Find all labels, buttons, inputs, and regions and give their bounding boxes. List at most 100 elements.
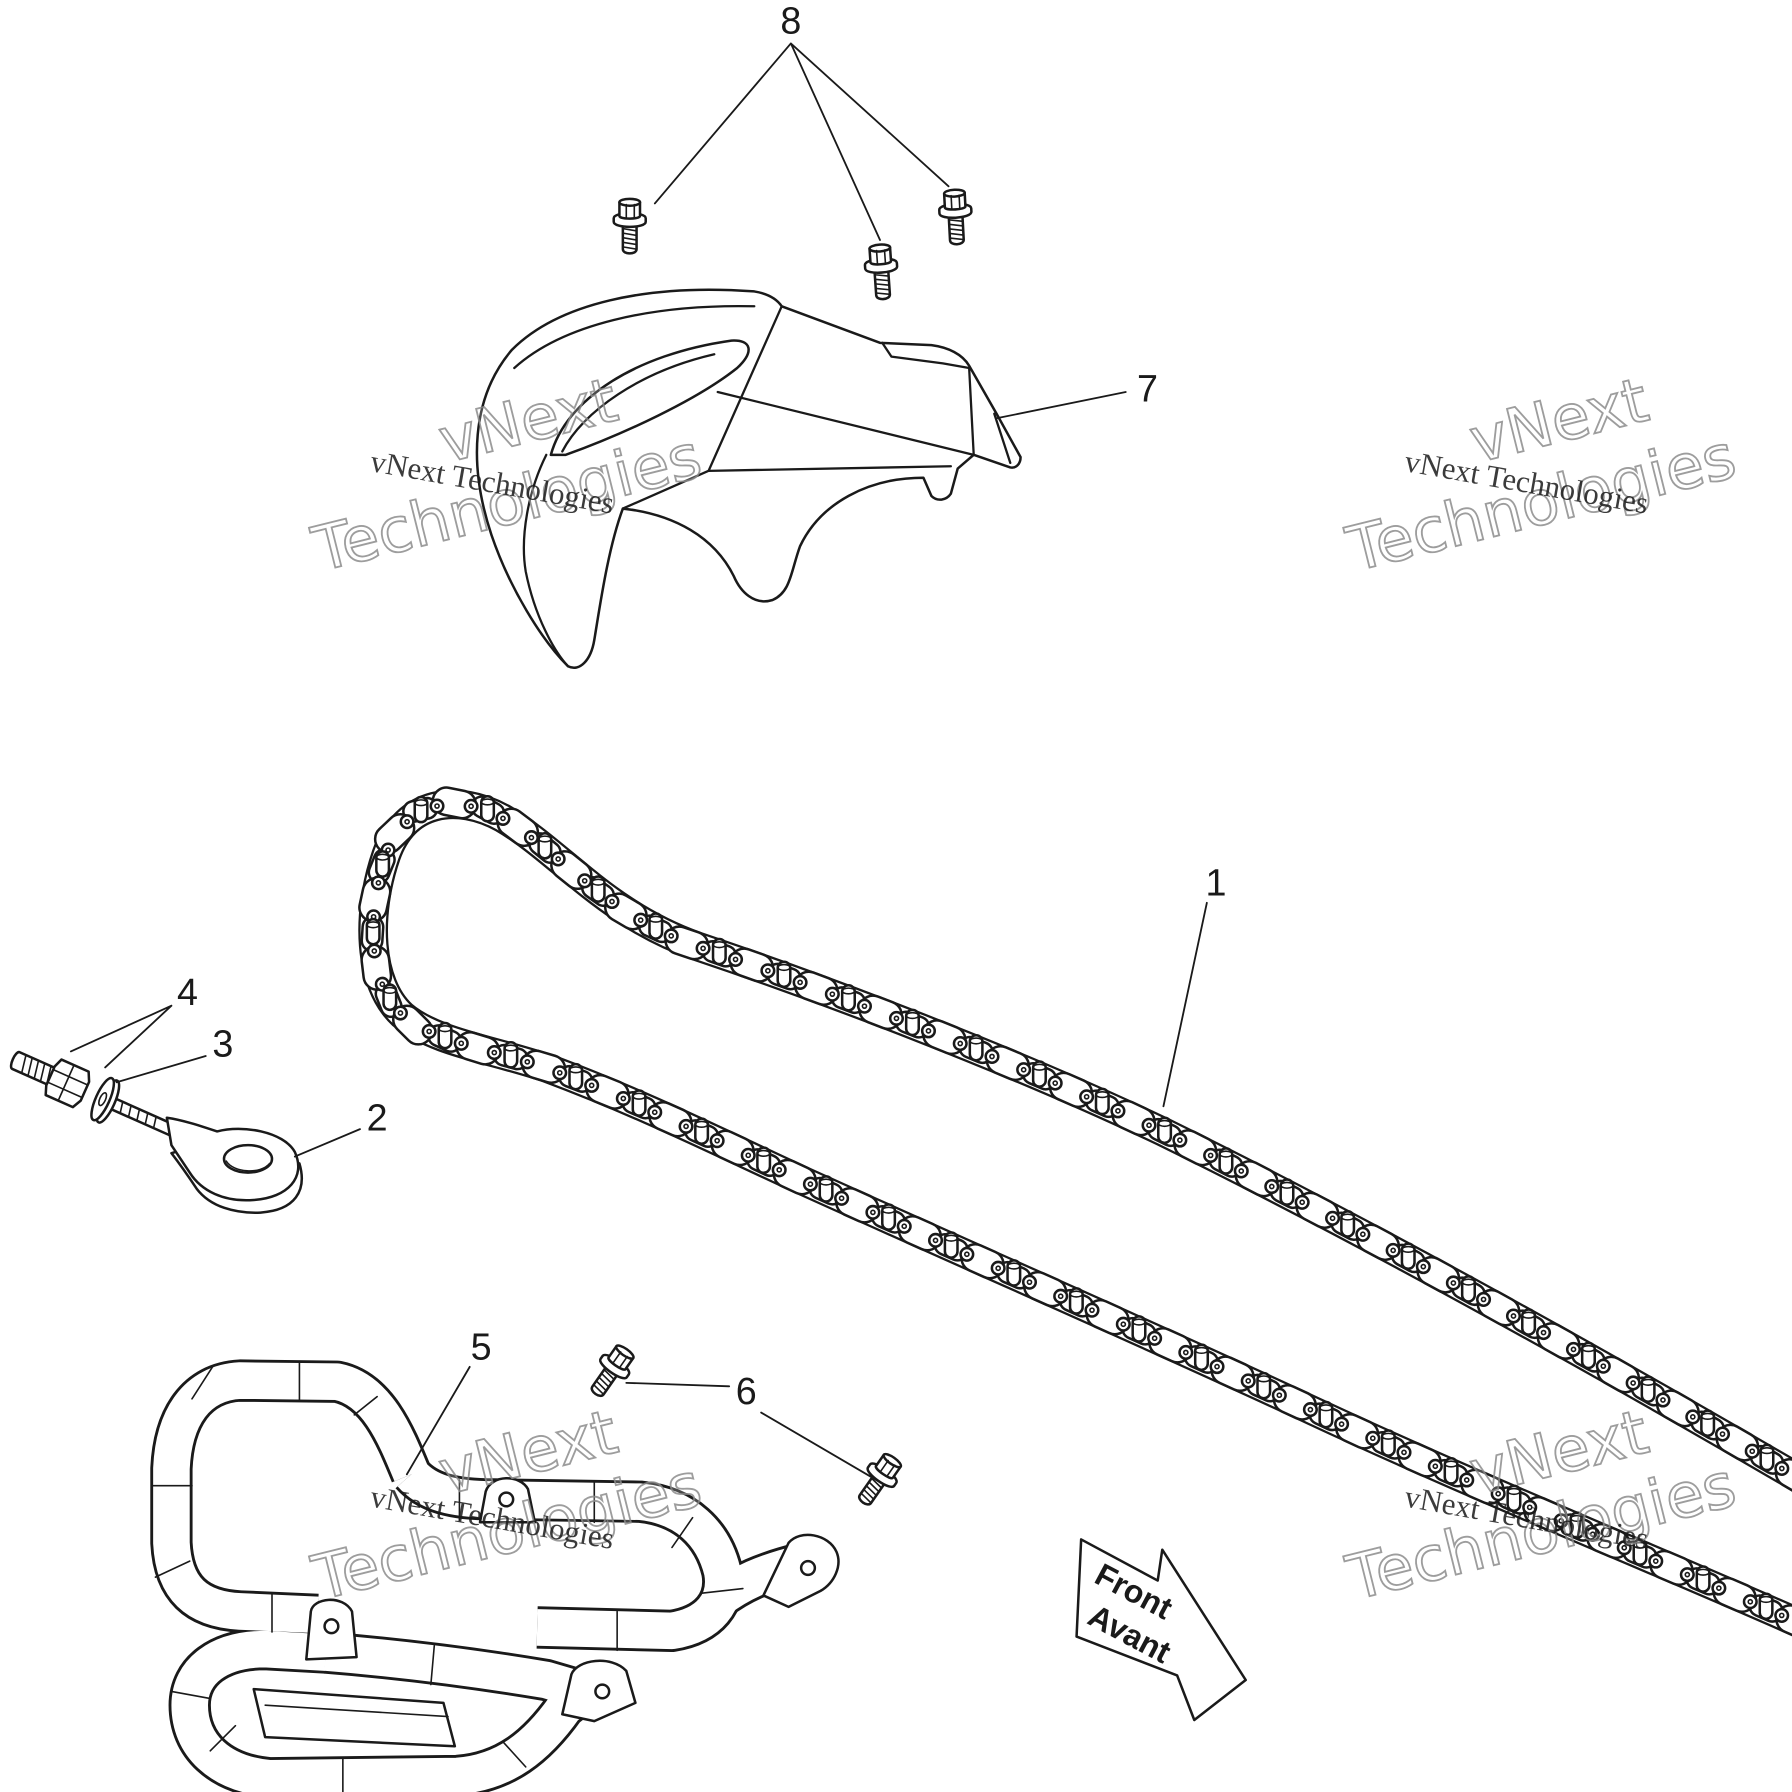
mounting-bracket	[150, 1359, 840, 1792]
callouts: 8 7 1 4 3 2 5 6	[177, 0, 1227, 1412]
svg-text:vNext: vNext	[1463, 364, 1655, 477]
chain-roller	[1460, 1275, 1477, 1303]
guard-bolt	[612, 197, 647, 255]
lock-nut	[44, 1058, 91, 1109]
chain-roller	[382, 983, 398, 1012]
chain-pin	[453, 1035, 469, 1051]
chain-pin	[1505, 1308, 1522, 1324]
bracket-tab-middle	[305, 1598, 358, 1661]
chain-pin	[1625, 1375, 1641, 1391]
leader-5	[405, 1365, 471, 1476]
chain-roller	[413, 795, 429, 824]
chain-roller	[1068, 1287, 1084, 1315]
chain-pin	[824, 986, 840, 1002]
front-direction-arrow: Front Avant	[1075, 1538, 1247, 1722]
svg-text:Technologies: Technologies	[305, 1449, 708, 1615]
chain-pin	[1294, 1194, 1310, 1210]
chain-roller	[904, 1008, 921, 1037]
chain-pin	[1774, 1460, 1790, 1477]
chain-pin	[584, 1077, 600, 1093]
chain-pin	[1427, 1458, 1443, 1474]
chain-roller	[756, 1146, 772, 1175]
chain-pin	[1084, 1302, 1100, 1318]
chain-pin	[421, 1023, 437, 1039]
chain-guard-slot	[549, 339, 750, 457]
chain-pin	[1209, 1359, 1225, 1375]
chain-pin	[1714, 1426, 1731, 1442]
chain-pin	[615, 1090, 631, 1107]
chain-roller	[503, 1041, 519, 1069]
chain-pin	[1679, 1567, 1695, 1583]
bracket-tab-right	[762, 1533, 840, 1609]
chain-roller	[1759, 1443, 1775, 1472]
chain-roller	[648, 912, 664, 940]
leader-3	[115, 1055, 207, 1084]
chain-pins	[366, 798, 1790, 1623]
chain-pin	[1016, 1062, 1032, 1078]
chain-roller	[1157, 1116, 1173, 1145]
chain-roller	[1318, 1400, 1334, 1429]
svg-text:Technologies: Technologies	[1340, 1449, 1743, 1615]
chain-roller	[631, 1089, 647, 1117]
chain-pin	[896, 1218, 912, 1234]
callout-2: 2	[367, 1097, 388, 1139]
chain-roller	[1695, 1565, 1711, 1593]
chain-pin	[1396, 1444, 1412, 1460]
chain-pin	[760, 963, 776, 979]
chain-pin	[1115, 1316, 1131, 1332]
chain-pin	[1325, 1210, 1341, 1226]
chain-pin	[1774, 1607, 1790, 1623]
chain-pin	[1616, 1540, 1632, 1556]
chain-pin	[1203, 1147, 1219, 1163]
leader-7	[995, 391, 1127, 420]
chain-roller	[881, 1203, 897, 1231]
chain-pin	[792, 974, 808, 990]
bracket-upper-plate	[478, 1477, 537, 1524]
chain-pin	[577, 873, 593, 889]
chain-pin	[399, 814, 415, 830]
chain-pin	[865, 1204, 881, 1220]
chain-roller	[1506, 1484, 1522, 1513]
chain-pin	[727, 951, 744, 967]
chain-pin	[740, 1147, 756, 1163]
chain-pin	[519, 1054, 535, 1070]
chain-roller	[437, 1021, 453, 1050]
chain-roller	[590, 875, 606, 903]
bracket-tab-bottom	[561, 1659, 637, 1723]
chain-rollers	[365, 794, 1775, 1621]
chain-pin	[1385, 1242, 1401, 1258]
callout-3: 3	[212, 1022, 233, 1064]
chain-pin	[1445, 1275, 1461, 1291]
chain-roller	[1400, 1242, 1416, 1271]
chain-roller	[1443, 1457, 1459, 1485]
chain-roller	[1580, 1341, 1597, 1370]
chain-roller	[1340, 1210, 1356, 1238]
chain-roller	[1640, 1375, 1656, 1403]
leader-4	[69, 1004, 173, 1069]
adjuster-thread-end	[9, 1050, 57, 1086]
adjuster-eye	[165, 1116, 304, 1214]
chain-pin	[1172, 1132, 1188, 1148]
svg-text:vNext Technologies: vNext Technologies	[1402, 444, 1651, 520]
chain-pin	[1240, 1373, 1256, 1389]
chain-pin	[1110, 1103, 1126, 1119]
chain-pin	[834, 1190, 850, 1206]
chain-pin	[1233, 1163, 1249, 1179]
chain-roller	[375, 850, 391, 878]
callout-8: 8	[780, 0, 801, 42]
bracket-bolt	[581, 1338, 642, 1405]
chain-roller	[694, 1117, 710, 1146]
chain-pin	[1685, 1409, 1701, 1425]
chain-pin	[771, 1162, 787, 1178]
chain-pin	[523, 830, 539, 846]
chain-roller	[1031, 1060, 1047, 1088]
chain-roller	[1700, 1409, 1716, 1438]
callout-7: 7	[1137, 368, 1158, 410]
leader-6	[625, 1381, 884, 1485]
chain-roller	[840, 983, 857, 1012]
chain-pin	[1047, 1075, 1063, 1091]
chain-pin	[1711, 1580, 1727, 1596]
callout-6: 6	[736, 1370, 757, 1412]
chain-pin	[1264, 1178, 1280, 1195]
chain-pin	[1334, 1416, 1350, 1432]
